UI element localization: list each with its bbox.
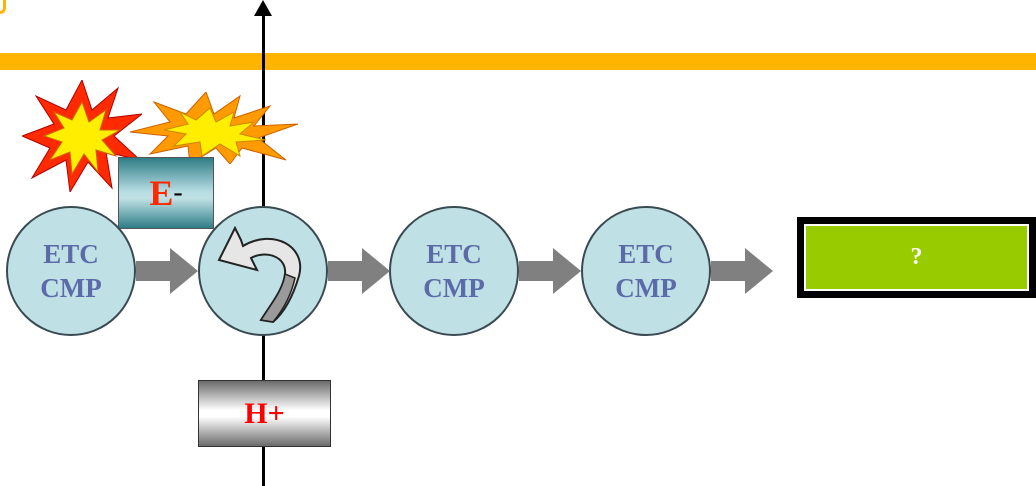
red-burst-icon (22, 80, 142, 192)
etc-cmp-node-2: ETC CMP (389, 206, 519, 336)
etc-cmp-node-3: ETC CMP (581, 206, 711, 336)
header-bar (0, 53, 1036, 70)
node-3-line1: ETC (618, 239, 674, 269)
flow-arrow-3 (519, 246, 581, 296)
node-2-line2: CMP (423, 273, 485, 303)
corner-mark (0, 0, 6, 14)
rotating-node (198, 206, 328, 336)
orange-burst-icon (130, 92, 298, 164)
axis-arrowhead-icon (254, 0, 272, 16)
flow-arrow-1 (136, 246, 198, 296)
result-box: ? (797, 217, 1036, 298)
proton-sign: + (267, 396, 285, 430)
electron-carrier: E- (118, 157, 214, 229)
electron-sign: - (173, 177, 183, 208)
etc-cmp-node-1: ETC CMP (6, 206, 136, 336)
electron-label: E (149, 173, 174, 213)
proton-label: H (244, 396, 268, 430)
node-1-line2: CMP (40, 273, 102, 303)
result-label: ? (804, 224, 1029, 291)
flow-arrow-4 (711, 246, 773, 296)
flow-arrow-2 (328, 246, 390, 296)
node-2-line1: ETC (426, 239, 482, 269)
node-3-line2: CMP (615, 273, 677, 303)
node-1-line1: ETC (43, 239, 99, 269)
curved-arrow-icon (217, 225, 302, 324)
proton-carrier: H+ (198, 380, 331, 447)
